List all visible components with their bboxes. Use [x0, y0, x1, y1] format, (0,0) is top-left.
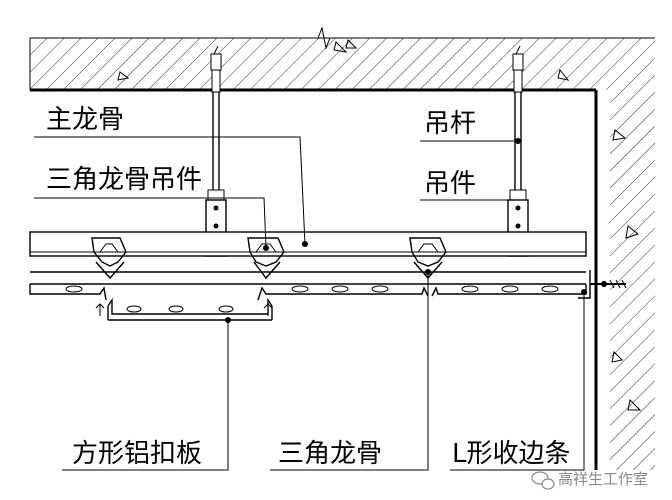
label-main-keel: 主龙骨 — [46, 105, 124, 135]
watermark: 高祥生工作室 — [531, 470, 648, 490]
triangle-keel-hanger-1 — [91, 237, 127, 267]
concrete-slab — [29, 26, 655, 470]
label-hanger-rod: 吊杆 — [424, 109, 476, 139]
triangle-keel-hanger-3 — [409, 237, 447, 267]
label-square-aluminum-panel: 方形铝扣板 — [72, 439, 202, 469]
main-keel — [29, 231, 587, 257]
label-hanger: 吊件 — [424, 169, 476, 199]
label-triangle-keel-hanger: 三角龙骨吊件 — [46, 165, 202, 195]
leader-lines — [34, 136, 585, 471]
watermark-text: 高祥生工作室 — [558, 470, 648, 488]
installed-panels — [29, 284, 587, 316]
triangle-keel — [30, 261, 586, 285]
square-aluminum-panel — [107, 297, 273, 323]
slab-underside-line — [30, 88, 598, 470]
wechat-icon — [531, 471, 555, 490]
label-l-edge-strip: L形收边条 — [452, 439, 571, 469]
label-triangle-keel: 三角龙骨 — [278, 439, 382, 469]
